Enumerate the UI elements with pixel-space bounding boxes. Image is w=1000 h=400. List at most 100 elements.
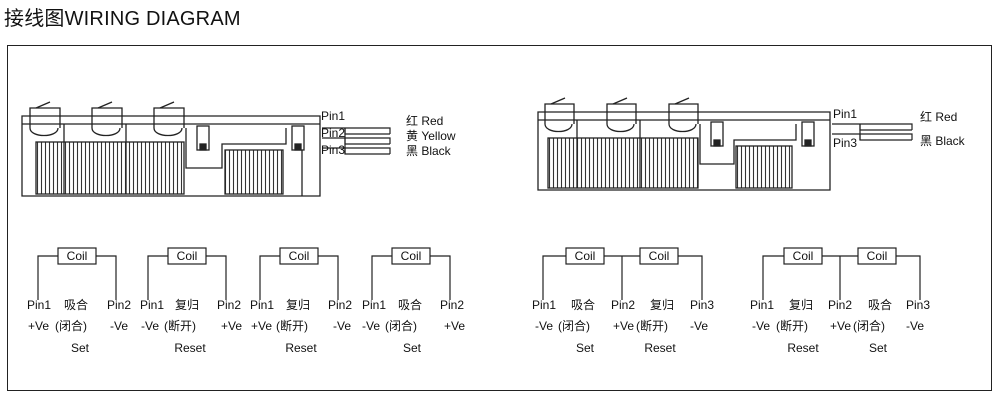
function-label: 吸合 bbox=[571, 297, 595, 312]
left-relay-wire-labels: 红 Red 黄 Yellow 黑 Black bbox=[406, 113, 456, 158]
pin-label: Pin2 bbox=[440, 298, 464, 312]
left-relay-contacts bbox=[29, 101, 185, 128]
left-relay-pin-labels: Pin1 Pin2 Pin3 bbox=[321, 109, 345, 157]
pin-label: Pin2 bbox=[611, 298, 635, 312]
pin-label: Pin1 bbox=[532, 298, 556, 312]
coil-box bbox=[279, 247, 319, 265]
right-pin1-label: Pin1 bbox=[833, 107, 857, 121]
state-label: (断开) bbox=[776, 318, 808, 333]
coil-label: Coil bbox=[867, 249, 888, 263]
right-wire-black-label: 黑 Black bbox=[920, 134, 966, 148]
coil-group: Coil Pin1 吸合 Pin2 -Ve (闭合) +Ve Set bbox=[362, 247, 465, 355]
pin-label: Pin3 bbox=[906, 298, 930, 312]
polarity-label: -Ve bbox=[690, 319, 708, 333]
polarity-label: +Ve bbox=[251, 319, 272, 333]
mode-label: Set bbox=[576, 341, 595, 355]
polarity-label: +Ve bbox=[221, 319, 242, 333]
coil-box bbox=[565, 247, 605, 265]
coil-label: Coil bbox=[289, 249, 310, 263]
pin-label: Pin1 bbox=[362, 298, 386, 312]
polarity-label: -Ve bbox=[362, 319, 380, 333]
left-pin2-label: Pin2 bbox=[321, 126, 345, 140]
mode-label: Set bbox=[869, 341, 888, 355]
pin-label: Pin1 bbox=[250, 298, 274, 312]
coil-box bbox=[783, 247, 823, 265]
coil-label: Coil bbox=[575, 249, 596, 263]
function-label: 吸合 bbox=[868, 297, 892, 312]
pin-label: Pin2 bbox=[828, 298, 852, 312]
coil-label: Coil bbox=[401, 249, 422, 263]
coil-label: Coil bbox=[177, 249, 198, 263]
coil-label: Coil bbox=[793, 249, 814, 263]
coil-group: Coil Pin1 吸合 Pin2 +Ve (闭合) -Ve Set bbox=[27, 247, 131, 355]
function-label: 吸合 bbox=[64, 297, 88, 312]
state-label: (闭合) bbox=[385, 318, 417, 333]
state-label: (闭合) bbox=[853, 318, 885, 333]
left-coil-groups: Coil Pin1 吸合 Pin2 +Ve (闭合) -Ve Set Coil … bbox=[27, 247, 465, 355]
state-label: (闭合) bbox=[558, 318, 590, 333]
page-title: 接线图WIRING DIAGRAM bbox=[4, 8, 241, 30]
left-relay-wires bbox=[322, 127, 391, 155]
right-relay bbox=[537, 97, 831, 191]
right-relay-wire-labels: 红 Red 黑 Black bbox=[920, 109, 966, 148]
pin-label: Pin1 bbox=[750, 298, 774, 312]
polarity-label: +Ve bbox=[830, 319, 851, 333]
coil-box bbox=[639, 247, 679, 265]
wire-yellow-label: 黄 Yellow bbox=[406, 129, 456, 143]
coil-group: Coil Pin1 复归 Pin2 -Ve (断开) +Ve Reset bbox=[140, 247, 242, 355]
polarity-label: +Ve bbox=[613, 319, 634, 333]
function-label: 复归 bbox=[175, 298, 199, 312]
left-pin1-label: Pin1 bbox=[321, 109, 345, 123]
polarity-label: -Ve bbox=[333, 319, 351, 333]
coil-box bbox=[857, 247, 897, 265]
function-label: 复归 bbox=[789, 298, 813, 312]
mode-label: Reset bbox=[787, 341, 819, 355]
state-label: (断开) bbox=[636, 318, 668, 333]
left-pin3-label: Pin3 bbox=[321, 143, 345, 157]
mode-label: Set bbox=[403, 341, 422, 355]
polarity-label: -Ve bbox=[535, 319, 553, 333]
right-relay-contacts bbox=[544, 97, 699, 124]
right-relay-outline bbox=[537, 111, 831, 191]
state-label: (闭合) bbox=[55, 318, 87, 333]
left-relay-outline bbox=[21, 115, 321, 197]
polarity-label: -Ve bbox=[752, 319, 770, 333]
state-label: (断开) bbox=[164, 318, 196, 333]
coil-group: Coil Pin1 复归 Pin2 +Ve (断开) -Ve Reset bbox=[250, 247, 352, 355]
pin-label: Pin2 bbox=[328, 298, 352, 312]
pin-label: Pin3 bbox=[690, 298, 714, 312]
dual-coil-group: Coil Coil Pin1 吸合 Pin2 复归 Pin3 -Ve (闭合) … bbox=[532, 247, 714, 355]
right-coil-groups: Coil Coil Pin1 吸合 Pin2 复归 Pin3 -Ve (闭合) … bbox=[532, 247, 930, 355]
pin-label: Pin1 bbox=[140, 298, 164, 312]
right-relay-wires bbox=[832, 123, 913, 141]
coil-label: Coil bbox=[649, 249, 670, 263]
pin-label: Pin2 bbox=[217, 298, 241, 312]
coil-box bbox=[391, 247, 431, 265]
polarity-label: -Ve bbox=[141, 319, 159, 333]
coil-box bbox=[167, 247, 207, 265]
coil-box bbox=[57, 247, 97, 265]
wire-black-label: 黑 Black bbox=[406, 144, 452, 158]
diagram-frame bbox=[7, 45, 992, 391]
polarity-label: -Ve bbox=[906, 319, 924, 333]
wire-red-label: 红 Red bbox=[406, 113, 443, 128]
right-relay-pin-labels: Pin1 Pin3 bbox=[833, 107, 857, 150]
function-label: 复归 bbox=[286, 298, 310, 312]
function-label: 吸合 bbox=[398, 297, 422, 312]
right-wire-red-label: 红 Red bbox=[920, 109, 957, 124]
mode-label: Reset bbox=[285, 341, 317, 355]
mode-label: Reset bbox=[174, 341, 206, 355]
polarity-label: -Ve bbox=[110, 319, 128, 333]
right-pin3-label: Pin3 bbox=[833, 136, 857, 150]
function-label: 复归 bbox=[650, 298, 674, 312]
pin-label: Pin1 bbox=[27, 298, 51, 312]
pin-label: Pin2 bbox=[107, 298, 131, 312]
left-relay bbox=[21, 101, 321, 197]
coil-label: Coil bbox=[67, 249, 88, 263]
mode-label: Set bbox=[71, 341, 90, 355]
state-label: (断开) bbox=[276, 318, 308, 333]
mode-label: Reset bbox=[644, 341, 676, 355]
polarity-label: +Ve bbox=[444, 319, 465, 333]
polarity-label: +Ve bbox=[28, 319, 49, 333]
